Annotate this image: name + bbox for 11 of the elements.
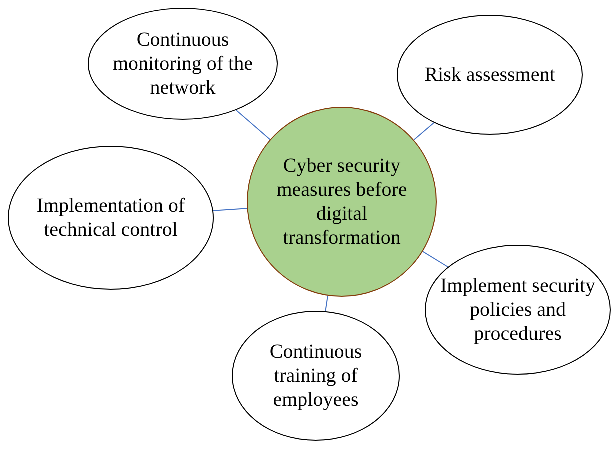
connector-line xyxy=(414,122,435,141)
node-label: Continuous monitoring of the network xyxy=(112,28,254,100)
connector-line xyxy=(325,295,328,312)
node-label: Continuous training of employees xyxy=(268,340,364,412)
node-label: Implement security policies and procedures xyxy=(440,274,596,346)
connector-line xyxy=(422,251,449,268)
node-label: Risk assessment xyxy=(424,63,556,87)
node-label: Cyber security measures before digital transformation xyxy=(276,154,408,250)
connector-line xyxy=(213,208,248,212)
node-label: Implementation of technical control xyxy=(36,194,186,242)
connector-line xyxy=(236,110,271,140)
